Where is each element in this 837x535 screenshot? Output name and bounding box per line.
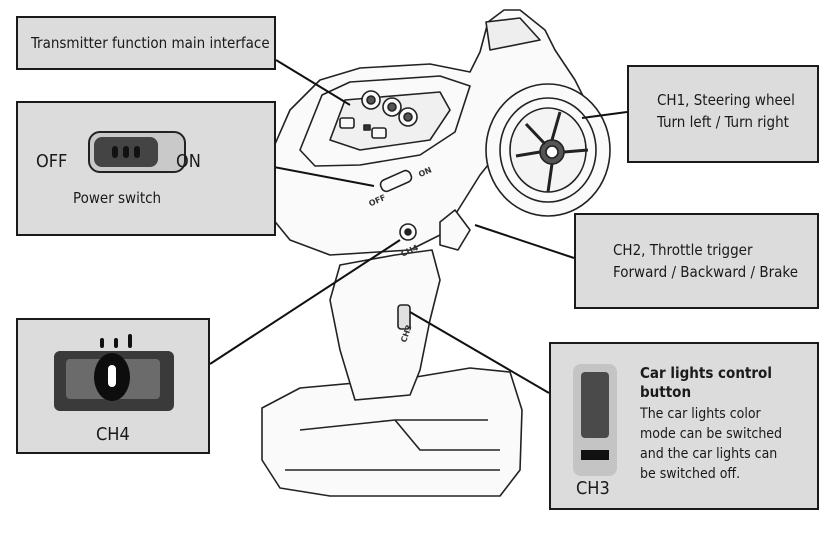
ch3-title: Car lights control button: [640, 364, 772, 401]
ch3-button-face: [581, 372, 609, 438]
tick-mark: [100, 338, 104, 348]
ch4-knob-slot: [108, 365, 116, 387]
ch3-label: CH3: [576, 478, 610, 499]
tick-mark: [128, 334, 132, 348]
grip: [329, 249, 441, 401]
leader-ch4: [209, 239, 401, 365]
power-switch-slider: [94, 137, 158, 167]
ch1-line1: CH1, Steering wheel: [657, 91, 795, 109]
ch2-line1: CH2, Throttle trigger: [613, 241, 753, 259]
ch1-line2: Turn left / Turn right: [657, 113, 789, 131]
callout-ch4: CH4: [16, 318, 210, 454]
leader-ch1: [581, 111, 628, 119]
callout-ch2-throttle: CH2, Throttle trigger Forward / Backward…: [574, 213, 819, 309]
ch3-button-icon: [573, 364, 617, 476]
ch4-switch-icon: [54, 351, 174, 411]
ch4-label: CH4: [96, 424, 130, 445]
leader-ch3: [409, 311, 550, 394]
power-switch-icon: [88, 131, 186, 173]
ch4-knob: [94, 353, 130, 401]
tick-mark: [114, 338, 118, 348]
ch4-switch-recess: [66, 353, 160, 401]
callout-main-interface: Transmitter function main interface: [16, 16, 276, 70]
power-on-label: ON: [176, 151, 201, 172]
callout-ch3-lights: CH3 Car lights control button The car li…: [549, 342, 819, 510]
leader-main: [275, 59, 351, 106]
switch-dot: [112, 146, 118, 158]
ch3-desc-line: mode can be switched: [640, 426, 783, 442]
callout-ch1-steering: CH1, Steering wheel Turn left / Turn rig…: [627, 65, 819, 163]
ch3-desc-line: The car lights color: [640, 406, 761, 422]
callout-power-switch: OFF ON Power switch: [16, 101, 276, 236]
switch-dot: [123, 146, 129, 158]
ch3-desc-line: and the car lights can: [640, 446, 778, 462]
ch3-desc-line: be switched off.: [640, 466, 741, 482]
ch3-indicator-bar: [581, 450, 609, 460]
ch2-line2: Forward / Backward / Brake: [613, 263, 798, 281]
power-switch-label: Power switch: [73, 189, 162, 207]
main-interface-label: Transmitter function main interface: [31, 34, 270, 52]
leader-ch2: [474, 224, 575, 259]
power-off-label: OFF: [36, 151, 68, 172]
switch-dot: [134, 146, 140, 158]
